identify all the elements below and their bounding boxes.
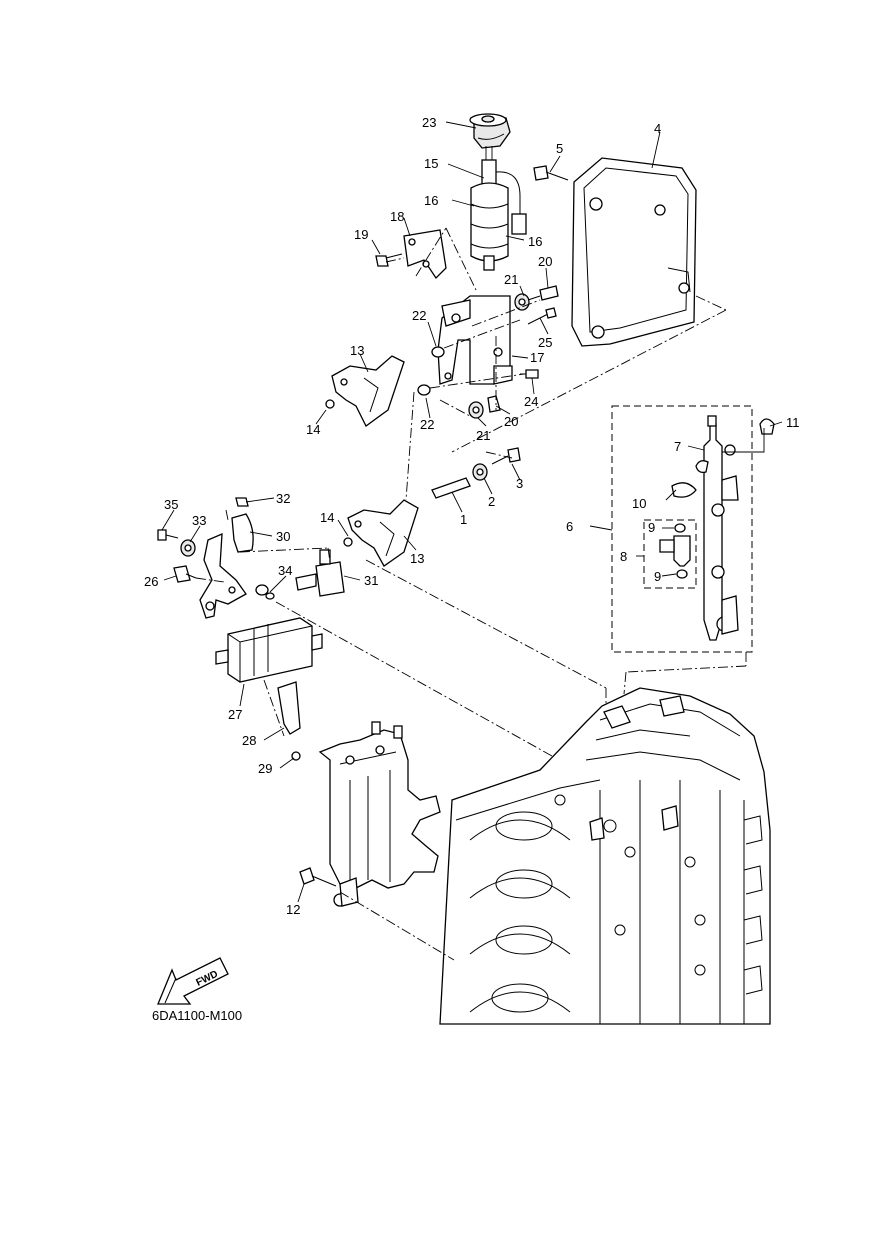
collar-22-lower bbox=[417, 384, 431, 396]
fuel-rail-box bbox=[611, 405, 753, 653]
bracket-13-lower bbox=[347, 499, 419, 567]
callout-15: 15 bbox=[424, 156, 438, 171]
clip-10 bbox=[671, 482, 697, 498]
injector-8 bbox=[643, 519, 697, 589]
intake-component bbox=[318, 721, 441, 907]
pump-bracket bbox=[437, 295, 513, 385]
callout-19: 19 bbox=[354, 227, 368, 242]
callout-28: 28 bbox=[242, 733, 256, 748]
callout-16b: 16 bbox=[528, 234, 542, 249]
canister-27 bbox=[215, 617, 323, 683]
callout-9a: 9 bbox=[648, 520, 655, 535]
callout-34: 34 bbox=[278, 563, 292, 578]
callout-25: 25 bbox=[538, 335, 552, 350]
callout-5: 5 bbox=[556, 141, 563, 156]
callout-13b: 13 bbox=[410, 551, 424, 566]
callout-13a: 13 bbox=[350, 343, 364, 358]
bolt-20-upper bbox=[527, 285, 559, 301]
grommet-33 bbox=[180, 539, 196, 557]
fuel-rail-bracket-7 bbox=[695, 460, 709, 474]
callout-23: 23 bbox=[422, 115, 436, 130]
callout-21b: 21 bbox=[476, 428, 490, 443]
callout-24: 24 bbox=[524, 394, 538, 409]
bolt-14-upper bbox=[325, 399, 335, 409]
pipe-1 bbox=[431, 477, 471, 499]
bolt-19 bbox=[375, 253, 403, 267]
callout-27: 27 bbox=[228, 707, 242, 722]
callout-14a: 14 bbox=[306, 422, 320, 437]
bolt-20-lower bbox=[487, 395, 501, 413]
engine-block bbox=[439, 687, 771, 1025]
bolt-3 bbox=[491, 447, 521, 465]
fuel-rail-cover bbox=[571, 157, 697, 347]
callout-7: 7 bbox=[674, 439, 681, 454]
callout-8: 8 bbox=[620, 549, 627, 564]
collar-34 bbox=[255, 584, 275, 600]
bracket-28 bbox=[277, 681, 301, 735]
grommet-2 bbox=[472, 463, 488, 481]
leader-lines bbox=[161, 121, 783, 961]
callout-10: 10 bbox=[632, 496, 646, 511]
callout-12: 12 bbox=[286, 902, 300, 917]
callout-4: 4 bbox=[654, 121, 661, 136]
callout-1: 1 bbox=[460, 512, 467, 527]
bracket-13-upper bbox=[331, 355, 405, 427]
fuel-pump bbox=[470, 146, 527, 271]
callout-6: 6 bbox=[566, 519, 573, 534]
callout-2: 2 bbox=[488, 494, 495, 509]
callout-21a: 21 bbox=[504, 272, 518, 287]
fuel-filter-cap bbox=[469, 113, 511, 149]
callout-20a: 20 bbox=[538, 254, 552, 269]
callout-35: 35 bbox=[164, 497, 178, 512]
bolt-12 bbox=[299, 867, 337, 887]
vacuum-valve-31 bbox=[295, 549, 345, 597]
fuel-rail bbox=[703, 415, 739, 641]
collar-22-upper bbox=[431, 346, 445, 358]
clamp-bracket bbox=[403, 229, 447, 280]
callout-22b: 22 bbox=[420, 417, 434, 432]
callout-18: 18 bbox=[390, 209, 404, 224]
main-bracket bbox=[199, 532, 247, 619]
callout-17: 17 bbox=[530, 350, 544, 365]
grommet-21-lower bbox=[468, 401, 484, 419]
callout-3: 3 bbox=[516, 476, 523, 491]
nut-32 bbox=[235, 497, 249, 507]
callout-labels: 1 2 3 4 5 6 7 8 9 9 10 11 12 13 13 14 14… bbox=[144, 115, 800, 917]
grommet-21-upper bbox=[514, 293, 530, 311]
callout-30: 30 bbox=[276, 529, 290, 544]
callout-9b: 9 bbox=[654, 569, 661, 584]
bracket-30 bbox=[231, 513, 254, 553]
bolt-35 bbox=[157, 529, 179, 541]
callout-20b: 20 bbox=[504, 414, 518, 429]
fwd-arrow-icon: FWD bbox=[157, 957, 229, 1005]
bolt-11 bbox=[759, 418, 775, 435]
bolt-5 bbox=[533, 165, 569, 181]
callout-29: 29 bbox=[258, 761, 272, 776]
diagram-code: 6DA1100-M100 bbox=[152, 1008, 242, 1023]
callout-22a: 22 bbox=[412, 308, 426, 323]
callout-31: 31 bbox=[364, 573, 378, 588]
callout-33: 33 bbox=[192, 513, 206, 528]
callout-16a: 16 bbox=[424, 193, 438, 208]
bolt-14-lower bbox=[343, 537, 353, 547]
callout-26: 26 bbox=[144, 574, 158, 589]
callout-32: 32 bbox=[276, 491, 290, 506]
callout-11: 11 bbox=[786, 415, 800, 430]
callout-14b: 14 bbox=[320, 510, 334, 525]
screw-26 bbox=[173, 565, 197, 583]
